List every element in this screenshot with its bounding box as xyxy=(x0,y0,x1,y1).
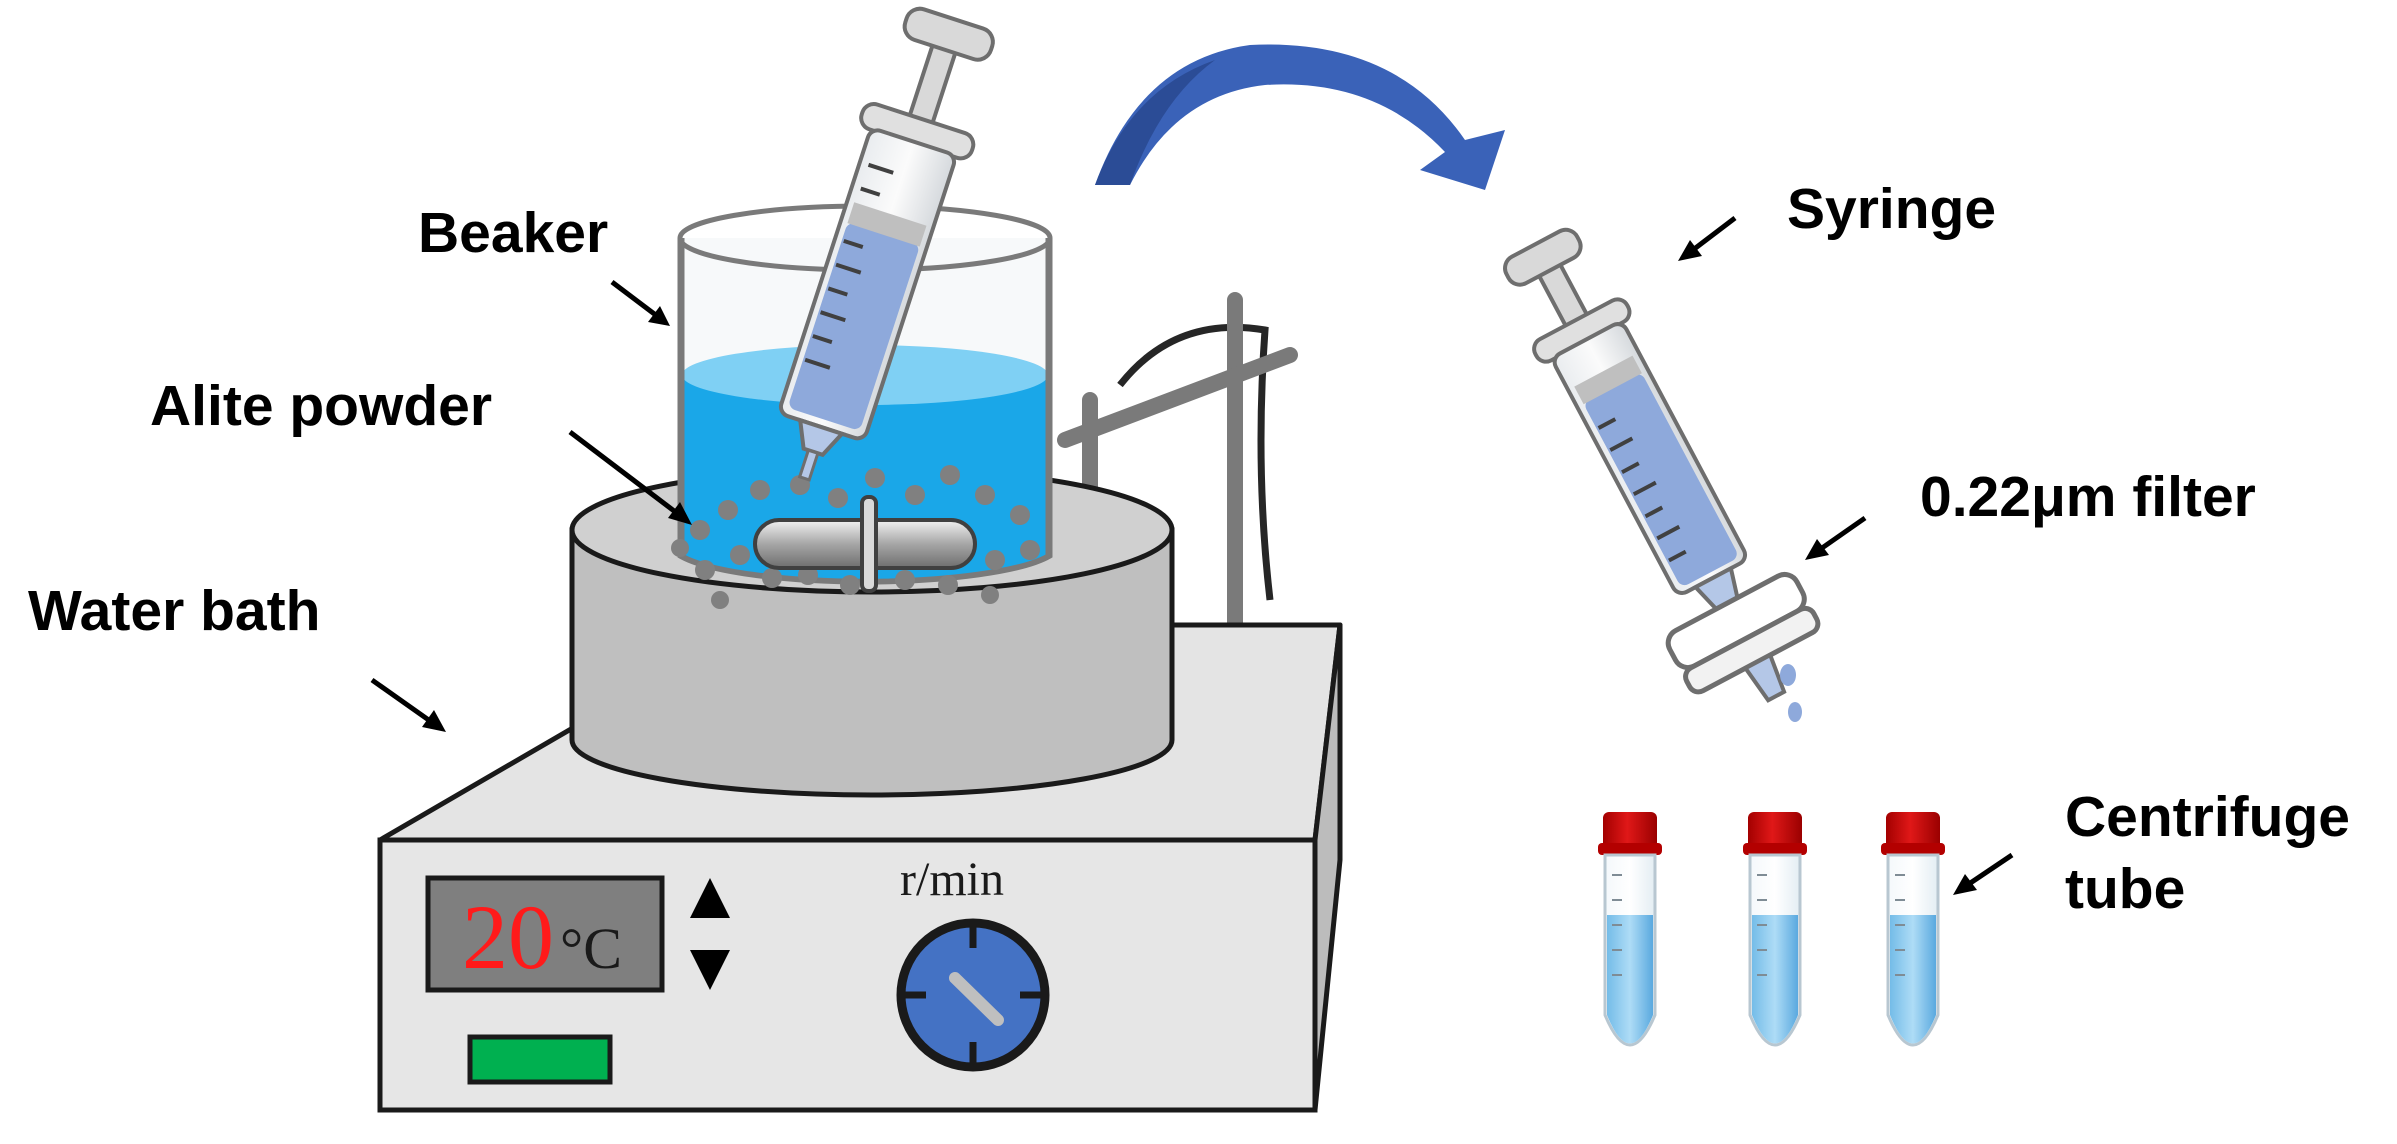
up-triangle-icon[interactable] xyxy=(690,878,730,918)
indicator-light xyxy=(467,1034,613,1085)
label-filter: 0.22μm filter xyxy=(1920,465,2256,529)
droplets xyxy=(1780,664,1802,722)
curved-arrow-icon xyxy=(1095,44,1505,190)
syringe-with-filter xyxy=(1503,227,1821,703)
down-triangle-icon[interactable] xyxy=(690,950,730,990)
temperature-display: 20 °C xyxy=(425,875,665,993)
label-water-bath: Water bath xyxy=(28,579,320,643)
alite-powder-particles xyxy=(671,465,1040,609)
speed-unit-label: r/min xyxy=(900,853,1004,906)
label-alite-powder: Alite powder xyxy=(150,374,492,438)
centrifuge-tube-1 xyxy=(1598,812,1662,1047)
magnetic-stir-bar xyxy=(753,495,977,593)
pointer-syringe-head xyxy=(1678,240,1702,261)
label-beaker: Beaker xyxy=(418,201,608,265)
pointer-centrifuge-head xyxy=(1953,874,1977,895)
label-centrifuge-line2: tube xyxy=(2065,857,2185,921)
temperature-unit: °C xyxy=(560,916,622,981)
temperature-value: 20 xyxy=(462,886,554,988)
pointer-beaker-head xyxy=(648,306,670,326)
centrifuge-tube-2 xyxy=(1743,812,1807,1047)
pointer-water-bath-head xyxy=(422,710,446,732)
pointer-alite xyxy=(568,430,688,522)
label-syringe: Syringe xyxy=(1787,177,1996,241)
speed-knob-icon[interactable] xyxy=(896,918,1050,1072)
pointer-filter-head xyxy=(1805,539,1829,560)
label-centrifuge-line1: Centrifuge xyxy=(2065,785,2350,849)
pointer-alite-head xyxy=(668,502,692,525)
syringe-in-beaker xyxy=(778,6,995,482)
centrifuge-tube-3 xyxy=(1881,812,1945,1047)
